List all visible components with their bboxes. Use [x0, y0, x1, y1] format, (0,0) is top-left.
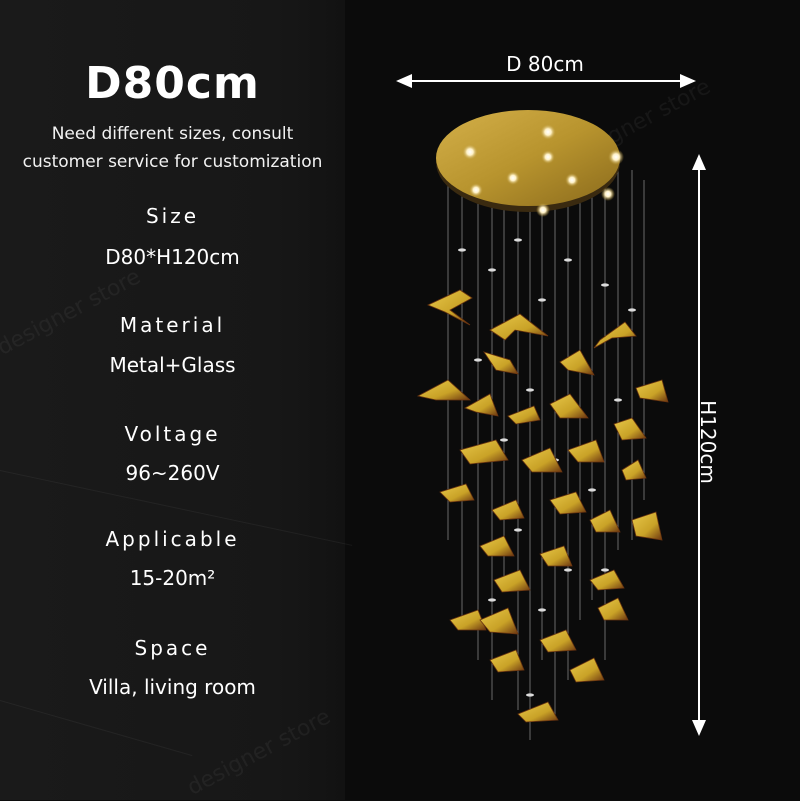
spec-label-material: Material — [119, 313, 226, 337]
subtitle-line-1: Need different sizes, consult — [51, 124, 294, 144]
spec-label-voltage: Voltage — [124, 422, 221, 446]
ceiling-canopy — [436, 110, 620, 212]
width-dimension-label: D 80cm — [506, 52, 584, 76]
subtitle-line-2: customer service for customization — [22, 152, 323, 172]
spec-label-size: Size — [145, 204, 200, 228]
canopy-lights — [462, 124, 624, 217]
width-double-arrow-icon — [396, 74, 696, 88]
spec-value-material: Metal+Glass — [109, 353, 236, 377]
spec-value-applicable: 15-20m² — [129, 566, 216, 590]
height-double-arrow-icon — [692, 154, 706, 736]
height-dimension-label: H120cm — [696, 400, 720, 484]
spec-value-size: D80*H120cm — [105, 245, 240, 269]
page-title: D80cm — [85, 58, 260, 109]
spec-panel — [0, 0, 345, 800]
spec-label-applicable: Applicable — [105, 527, 240, 551]
glass-leaves — [416, 289, 669, 723]
spec-label-space: Space — [134, 636, 211, 660]
chandelier-illustration — [416, 110, 669, 740]
spec-value-voltage: 96~260V — [125, 461, 220, 485]
spec-value-space: Villa, living room — [89, 675, 256, 699]
